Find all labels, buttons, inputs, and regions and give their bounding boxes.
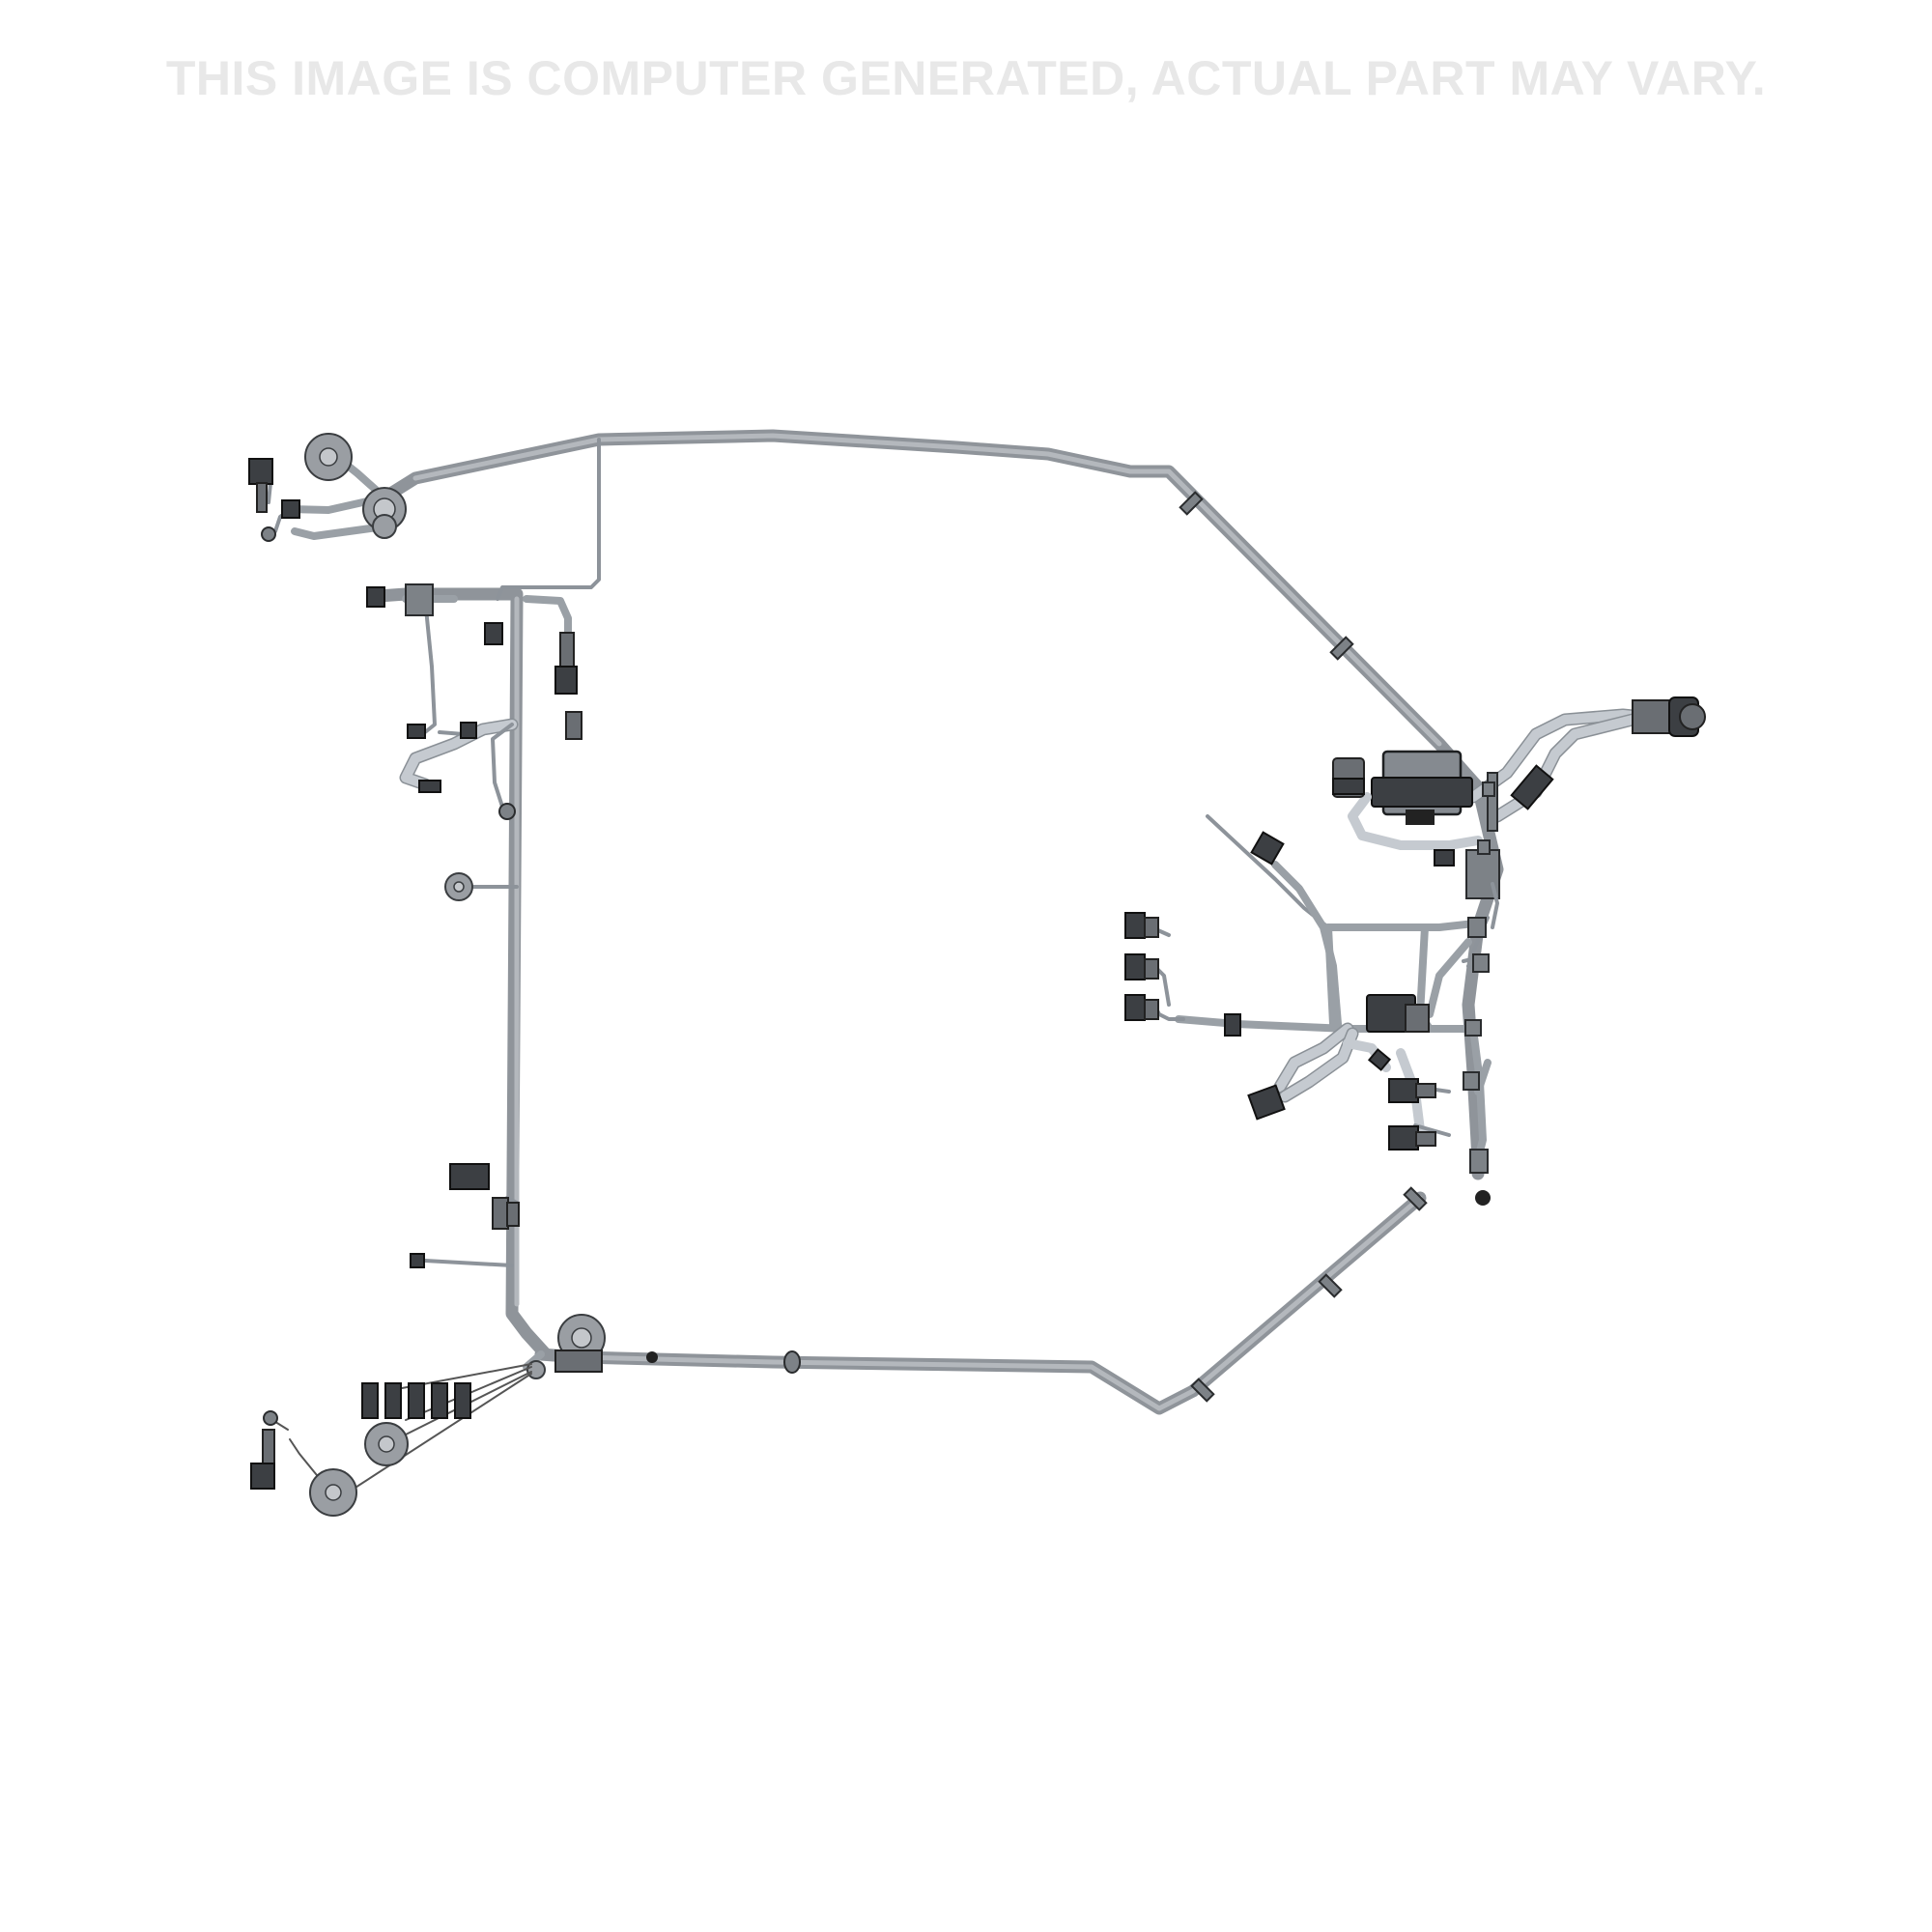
connector-icon [1250, 831, 1285, 866]
connector-icon [554, 666, 578, 695]
connector-icon [1124, 912, 1146, 939]
connector-icon [407, 724, 426, 739]
top-left-branch [248, 433, 407, 542]
connector-icon [250, 1463, 275, 1490]
connector-icon [431, 1382, 448, 1419]
clip-icon [1463, 1071, 1480, 1091]
connector-icon [281, 499, 300, 519]
clip-icon [1179, 491, 1204, 516]
connector-icon [408, 1382, 425, 1419]
connector-icon [484, 622, 503, 645]
connector-icon [366, 586, 385, 608]
connector-icon [449, 1163, 490, 1190]
connector-icon [248, 458, 273, 485]
clip-icon [1472, 953, 1490, 973]
connector-icon [1388, 1078, 1419, 1103]
connector-icon [1224, 1013, 1241, 1037]
clip-icon [1318, 1273, 1343, 1298]
connector-icon [384, 1382, 402, 1419]
connector-boot-icon [256, 482, 268, 513]
clip-icon [1403, 1186, 1428, 1211]
clip-icon [1329, 636, 1354, 661]
right-branch [1124, 696, 1706, 1206]
connector-icon [1124, 994, 1146, 1021]
clip-icon [1475, 1190, 1491, 1206]
connector-icon [1388, 1125, 1419, 1151]
clip-icon [1464, 1019, 1482, 1037]
clip-icon [1190, 1378, 1215, 1403]
connector-icon [460, 722, 477, 739]
connector-boot-icon [1632, 699, 1672, 734]
connector-icon [454, 1382, 471, 1419]
connector-boot-icon [559, 632, 575, 668]
bracket-icon [554, 1350, 603, 1373]
connector-icon [1367, 1048, 1392, 1071]
bottom-left-branch [250, 1314, 606, 1517]
bracket-icon [492, 1197, 509, 1230]
bracket-icon [565, 711, 582, 740]
clip-icon [1469, 1149, 1489, 1174]
clip-icon [498, 803, 516, 820]
disclaimer-text: THIS IMAGE IS COMPUTER GENERATED, ACTUAL… [165, 51, 1767, 105]
connector-icon [410, 1253, 425, 1268]
upper-left-loom [366, 438, 601, 1268]
clip-icon [506, 1202, 520, 1227]
connector-icon [418, 780, 441, 793]
connector-icon [1124, 953, 1146, 980]
clip-icon [263, 1410, 278, 1426]
connector-housing-icon [405, 583, 434, 616]
connector-icon [1510, 764, 1554, 810]
connector-boot-icon [262, 1429, 275, 1464]
clip-icon [1467, 917, 1487, 938]
main-trunk [372, 429, 1504, 1415]
connector-icon [361, 1382, 379, 1419]
connector-icon [1434, 849, 1455, 867]
connector-icon [1247, 1084, 1286, 1121]
bracket-icon [1487, 772, 1498, 832]
clip-icon [261, 526, 276, 542]
trunk-clips [646, 491, 1428, 1403]
